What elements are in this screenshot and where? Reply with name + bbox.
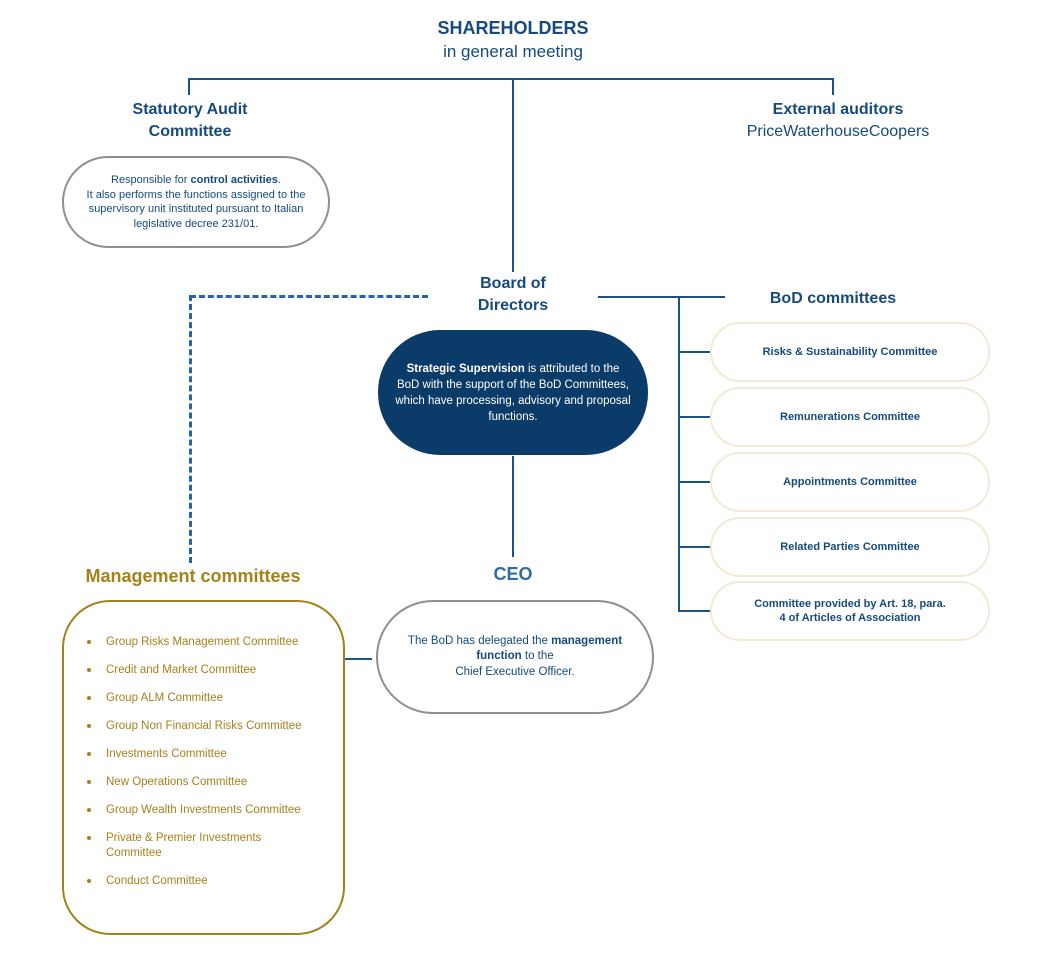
bullet-dot-icon [87, 752, 91, 756]
connector-shareholders-to-board [512, 78, 514, 272]
ceo-text-post: to the [521, 650, 554, 663]
ceo-note-text: The BoD has delegated the management fun… [396, 634, 634, 681]
strategic-text-bold: Strategic Supervision [406, 362, 525, 375]
connector-stub-committee-5 [678, 610, 710, 612]
shareholders-title: SHAREHOLDERS [437, 18, 589, 38]
strategic-supervision-text: Strategic Supervision is attributed to t… [378, 361, 648, 425]
connector-stub-committee-2 [678, 416, 710, 418]
list-item: Investments Committee [87, 747, 343, 762]
bullet-dot-icon [87, 879, 91, 883]
list-item: Group Risks Management Committee [87, 635, 343, 650]
bod-committee-box: Related Parties Committee [710, 517, 990, 577]
note-text-bold: control activities [190, 174, 278, 186]
bod-committee-label: Remunerations Committee [780, 411, 920, 423]
list-item: Private & Premier Investments Committee [87, 831, 343, 861]
management-committee-label: Group Risks Management Committee [106, 636, 299, 648]
bod-committee-label: Appointments Committee [783, 476, 917, 488]
list-item: Conduct Committee [87, 874, 343, 889]
ceo-note-box: The BoD has delegated the management fun… [376, 600, 654, 714]
management-committees-heading: Management committees [85, 566, 301, 586]
bod-committee-box: Committee provided by Art. 18, para. 4 o… [710, 581, 990, 641]
bod-committee-box: Risks & Sustainability Committee [710, 322, 990, 382]
bullet-dot-icon [87, 836, 91, 840]
statutory-audit-note-box: Responsible for control activities. It a… [62, 156, 330, 248]
note-text-post: . [277, 174, 281, 186]
bullet-dot-icon [87, 640, 91, 644]
bullet-dot-icon [87, 696, 91, 700]
statutory-audit-note-text: Responsible for control activities. It a… [75, 173, 317, 231]
list-item: New Operations Committee [87, 775, 343, 790]
list-item: Group Wealth Investments Committee [87, 803, 343, 818]
connector-stub-committee-4 [678, 546, 710, 548]
connector-board-management-vertical-dotted [189, 295, 192, 563]
management-committee-label: Group Wealth Investments Committee [106, 804, 301, 816]
list-item: Credit and Market Committee [87, 663, 343, 678]
strategic-text-rest: is attributed to the BoD with the suppor… [395, 362, 631, 423]
bod-committee-label: Risks & Sustainability Committee [762, 346, 938, 358]
management-committees-box: Group Risks Management Committee Credit … [62, 600, 345, 935]
connector-board-to-ceo [512, 456, 514, 557]
list-item: Group ALM Committee [87, 691, 343, 706]
management-committee-label: Private & Premier Investments Committee [106, 832, 262, 859]
ceo-heading: CEO [493, 564, 533, 584]
connector-top-horizontal [188, 78, 834, 80]
bod-committee-box: Remunerations Committee [710, 387, 990, 447]
connector-stub-committee-1 [678, 351, 710, 353]
connector-top-left-stub [188, 78, 190, 95]
external-auditors-name: PriceWaterhouseCoopers [746, 123, 930, 140]
statutory-audit-heading: Statutory Audit Committee [40, 99, 340, 143]
management-committee-label: Conduct Committee [106, 875, 208, 887]
connector-management-to-ceo [338, 658, 372, 660]
ceo-text-line2: Chief Executive Officer. [455, 665, 575, 678]
management-committee-label: Group Non Financial Risks Committee [106, 720, 302, 732]
board-heading: Board of Directors [413, 273, 613, 317]
board-title-line1: Board of [480, 275, 546, 292]
bullet-dot-icon [87, 724, 91, 728]
ceo-text-pre: The BoD has delegated the [407, 634, 552, 647]
bod-committee-label: Committee provided by Art. 18, para. 4 o… [754, 598, 946, 624]
statutory-audit-title-line1: Statutory Audit [132, 101, 248, 118]
shareholders-subtitle: in general meeting [443, 42, 583, 61]
management-committee-label: Investments Committee [106, 748, 227, 760]
connector-board-bodcommittees-horizontal [598, 296, 725, 298]
bullet-dot-icon [87, 780, 91, 784]
note-text-pre: Responsible for [111, 174, 191, 186]
external-auditors-heading: External auditors PriceWaterhouseCoopers [688, 99, 988, 143]
bod-committee-box: Appointments Committee [710, 452, 990, 512]
management-committee-label: Group ALM Committee [106, 692, 223, 704]
connector-board-management-horizontal-dotted [190, 295, 428, 298]
bullet-dot-icon [87, 808, 91, 812]
note-text-rest: It also performs the functions assigned … [86, 188, 306, 230]
external-auditors-title: External auditors [772, 101, 904, 118]
management-committee-label: New Operations Committee [106, 776, 248, 788]
connector-stub-committee-3 [678, 481, 710, 483]
management-committee-label: Credit and Market Committee [106, 664, 257, 676]
connector-bodcommittees-vertical [678, 296, 680, 612]
board-title-line2: Directors [477, 297, 549, 314]
connector-top-right-stub [832, 78, 834, 95]
bod-committee-label: Related Parties Committee [780, 541, 920, 553]
ceo-text-bold: management function [476, 634, 623, 663]
management-committees-list: Group Risks Management Committee Credit … [64, 602, 343, 889]
statutory-audit-title-line2: Committee [148, 123, 232, 140]
strategic-supervision-box: Strategic Supervision is attributed to t… [378, 330, 648, 455]
shareholders-heading: SHAREHOLDERS in general meeting [363, 16, 663, 63]
bullet-dot-icon [87, 668, 91, 672]
bod-committees-heading: BoD committees [769, 290, 897, 307]
list-item: Group Non Financial Risks Committee [87, 719, 343, 734]
